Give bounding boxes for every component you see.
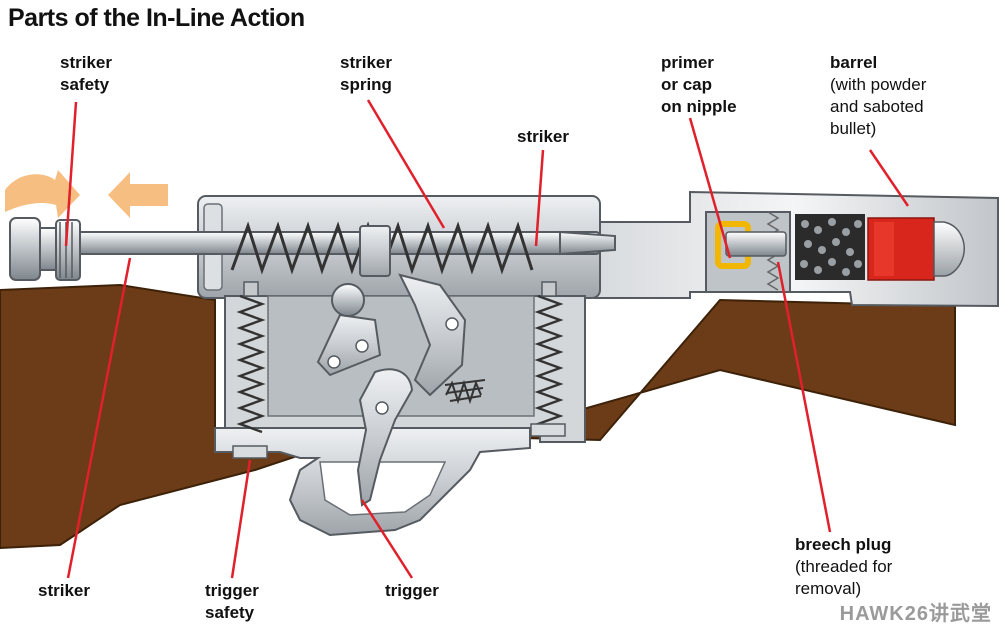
label-breech-plug: breech plug (threaded for removal) xyxy=(795,535,893,598)
striker-knob xyxy=(9,217,41,281)
label-trigger: trigger xyxy=(385,581,439,600)
striker-tip xyxy=(559,230,616,256)
label-striker-spring: striker spring xyxy=(340,53,392,94)
sear xyxy=(398,273,467,397)
sear-spring xyxy=(534,294,564,434)
label-primer: primer or cap on nipple xyxy=(661,53,737,116)
label-striker-top: striker xyxy=(517,127,569,146)
label-striker-bottom: striker xyxy=(38,581,90,600)
label-striker-safety: striker safety xyxy=(60,53,112,94)
trigger-safety-spring xyxy=(236,294,266,434)
label-trigger-safety: trigger safety xyxy=(205,581,259,622)
label-barrel: barrel (with powder and saboted bullet) xyxy=(830,53,927,138)
motion-arrow-icon xyxy=(5,170,80,218)
wooden-stock xyxy=(0,283,956,550)
motion-arrow-icon xyxy=(108,172,168,218)
watermark: HAWK26讲武堂 xyxy=(839,603,992,625)
leader-lines xyxy=(64,99,910,579)
bullet xyxy=(933,221,965,277)
diagram-title: Parts of the In-Line Action xyxy=(8,4,305,32)
striker-collar xyxy=(359,225,391,277)
trigger-piece xyxy=(356,368,414,507)
nipple xyxy=(725,231,787,257)
